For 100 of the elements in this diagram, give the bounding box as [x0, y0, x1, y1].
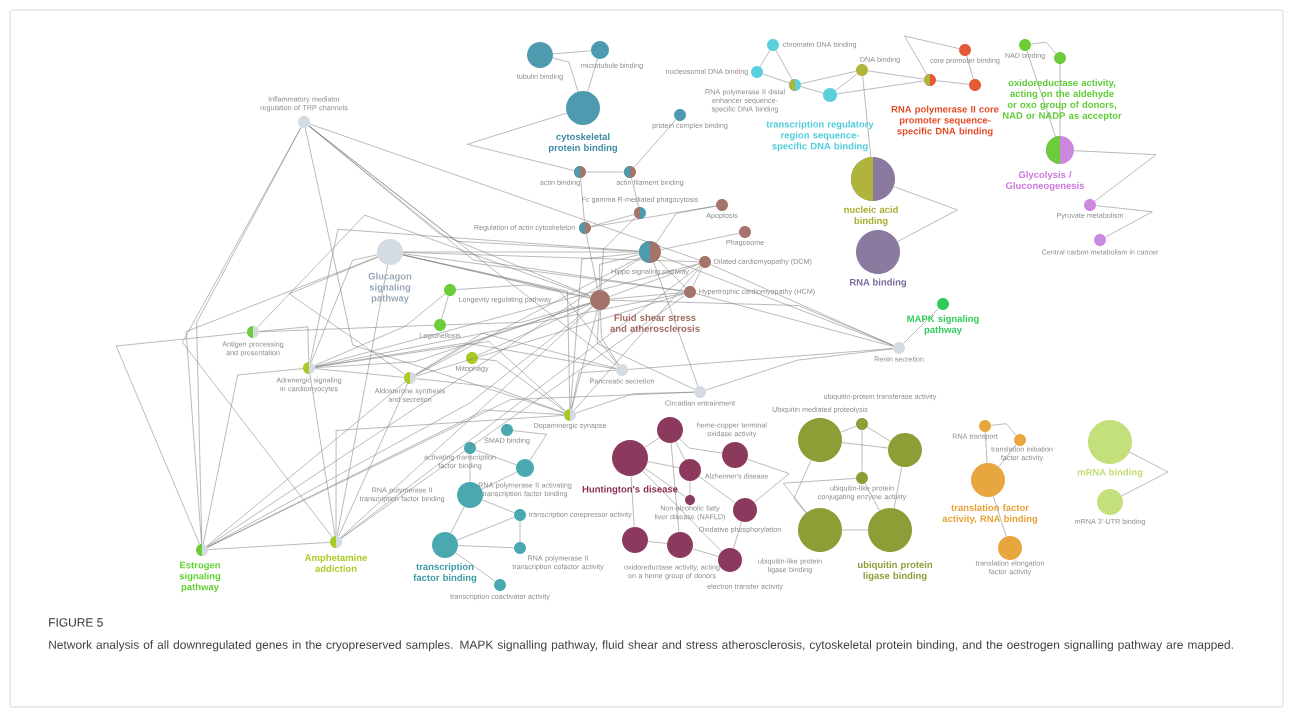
network-edge	[580, 177, 585, 223]
network-node	[196, 544, 208, 556]
network-edge	[783, 478, 857, 513]
network-edge	[609, 263, 700, 297]
network-edge	[455, 284, 591, 299]
network-edge	[115, 332, 248, 545]
network-edge	[552, 50, 592, 55]
network-edge	[990, 423, 1017, 436]
network-edge	[935, 80, 970, 85]
network-edge	[862, 75, 872, 158]
network-node	[579, 222, 591, 234]
network-edge	[289, 256, 406, 375]
network-edge	[207, 306, 593, 548]
network-edge	[587, 58, 598, 92]
group-label: Glucagon signaling pathway	[368, 272, 412, 304]
network-edge	[642, 470, 722, 552]
network-edge	[207, 542, 331, 550]
network-edge	[679, 438, 723, 454]
network-edge	[864, 483, 880, 511]
network-node	[856, 64, 868, 76]
network-node	[612, 440, 648, 476]
group-label: RNA polymerase II core promoter sequence-specific DNA binding	[891, 105, 999, 137]
network-node	[639, 241, 661, 263]
network-node	[1084, 199, 1096, 211]
network-node	[377, 239, 403, 265]
network-edge	[993, 496, 1007, 537]
network-node	[684, 286, 696, 298]
network-edge	[305, 127, 565, 414]
network-node	[514, 509, 526, 521]
network-node	[574, 166, 586, 178]
network-edge	[308, 125, 618, 367]
network-edge	[415, 332, 617, 375]
network-edge	[733, 521, 742, 549]
group-label: nucleic acid binding	[844, 206, 898, 226]
network-node	[1054, 52, 1066, 64]
network-edge	[206, 257, 641, 547]
network-node	[1046, 136, 1074, 164]
network-edge	[867, 426, 891, 442]
group-label: Glycolysis / Gluconeogenesis	[1005, 171, 1085, 191]
network-edge	[575, 391, 695, 414]
network-node	[893, 342, 905, 354]
network-node	[1014, 434, 1026, 446]
network-node	[924, 74, 936, 86]
network-node	[298, 116, 310, 128]
network-edge	[985, 431, 988, 464]
network-edge	[202, 368, 304, 545]
network-edge	[512, 430, 547, 461]
network-node	[494, 579, 506, 591]
group-label: transcription regulatory region sequence-specific DNA binding	[766, 120, 874, 152]
network-edge	[596, 309, 695, 390]
network-edge	[475, 449, 517, 466]
network-node	[1019, 39, 1031, 51]
network-edge	[571, 370, 617, 410]
network-edge	[585, 171, 625, 173]
network-edge	[675, 441, 686, 461]
network-node	[514, 542, 526, 554]
network-edge	[482, 499, 515, 513]
network-edge	[695, 293, 894, 347]
network-edge	[841, 442, 889, 449]
network-edge	[552, 57, 579, 92]
network-edge	[835, 73, 858, 91]
group-label: Fluid shear stress and atherosclerosis	[610, 314, 700, 332]
network-edge	[867, 70, 925, 80]
network-edge	[689, 480, 691, 496]
network-node	[501, 424, 513, 436]
network-node	[722, 442, 748, 468]
group-label: transcription factor binding	[413, 563, 477, 583]
network-node	[657, 417, 683, 443]
network-node	[856, 418, 868, 430]
network-edge	[206, 381, 406, 547]
network-edge	[633, 119, 677, 168]
network-node	[694, 386, 706, 398]
network-edge	[185, 256, 378, 545]
network-edge	[600, 309, 619, 366]
network-edge	[258, 326, 310, 363]
network-edge	[841, 529, 869, 531]
network-edge	[455, 552, 496, 582]
network-edge	[450, 506, 465, 534]
network-edge	[1059, 63, 1061, 137]
network-edge	[466, 112, 575, 171]
network-edge	[309, 373, 336, 537]
network-edge	[599, 254, 640, 291]
group-label: RNA binding	[850, 278, 907, 288]
network-edge	[647, 461, 680, 469]
network-edge	[710, 264, 894, 346]
group-label: MAPK signaling pathway	[907, 315, 979, 335]
network-edge	[1026, 50, 1056, 137]
network-node	[971, 463, 1005, 497]
network-edge	[647, 541, 668, 544]
network-edge	[759, 50, 771, 67]
network-edge	[402, 254, 571, 410]
network-node	[516, 459, 534, 477]
network-edge	[656, 205, 717, 243]
network-edge	[402, 251, 640, 253]
network-edge	[600, 217, 636, 291]
network-node	[969, 79, 981, 91]
group-label: Huntington's disease	[582, 485, 678, 495]
group-label: Estrogen signaling pathway	[179, 561, 221, 593]
network-edge	[670, 442, 680, 533]
network-edge	[314, 293, 446, 366]
